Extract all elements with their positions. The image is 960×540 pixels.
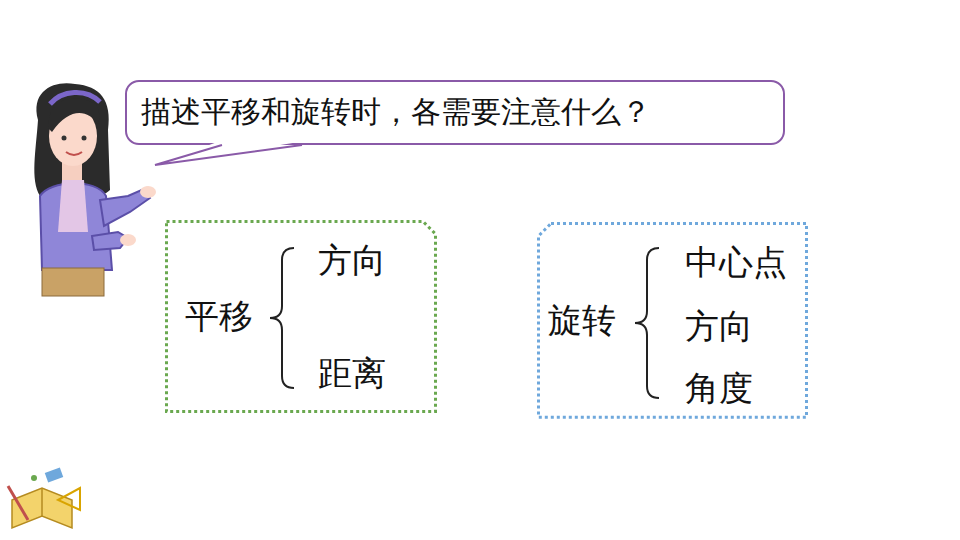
node-item-text: 距离	[318, 353, 386, 394]
node-item-text: 方向	[685, 306, 753, 347]
node-title: 平移	[185, 296, 253, 337]
node-item-text: 方向	[318, 240, 386, 281]
node-title: 旋转	[548, 300, 616, 341]
speech-bubble: 描述平移和旋转时，各需要注意什么？	[125, 80, 785, 145]
node-title: 描述平移和旋转时，各需要注意什么？	[141, 94, 651, 130]
node-item-text: 中心点	[685, 242, 787, 283]
brace	[270, 248, 294, 388]
brace	[635, 248, 659, 398]
translation-box: 平移 方向距离	[165, 220, 437, 413]
rotation-box: 旋转 中心点方向角度	[537, 222, 808, 419]
node-item-text: 角度	[685, 368, 753, 409]
